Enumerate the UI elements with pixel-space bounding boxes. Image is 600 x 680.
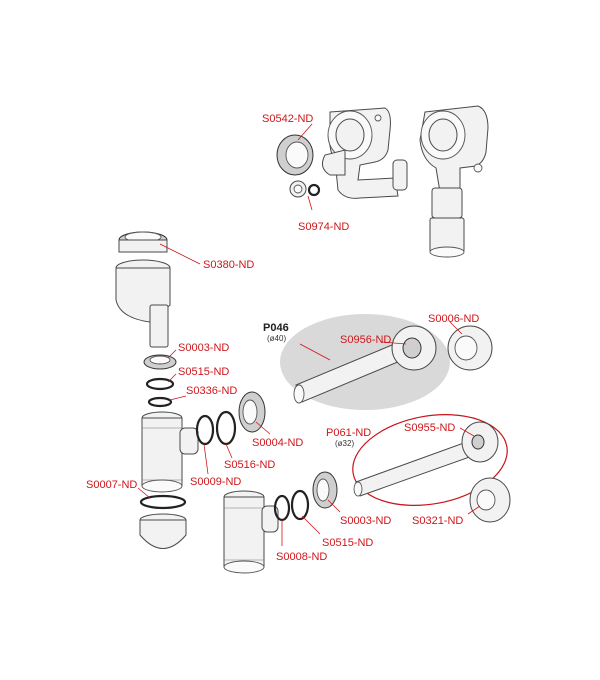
- label-s0006: S0006-ND: [428, 313, 479, 325]
- nut-s0003: [143, 354, 177, 370]
- rosette-s0006: [447, 325, 493, 371]
- pipe-s0955: [353, 439, 479, 497]
- label-s0515-top: S0515-ND: [178, 366, 229, 378]
- bottle-trap-body: [141, 411, 199, 493]
- siphon-housing-right: [419, 105, 489, 258]
- sink-outlet-s0380: [115, 231, 171, 348]
- label-p061-diameter: (ø32): [335, 439, 354, 448]
- label-s0516: S0516-ND: [224, 459, 275, 471]
- label-s0380: S0380-ND: [203, 259, 254, 271]
- label-s0009: S0009-ND: [190, 476, 241, 488]
- label-s0336: S0336-ND: [186, 385, 237, 397]
- group-p061-outline: [352, 414, 508, 506]
- label-s0003-bottom: S0003-ND: [340, 515, 391, 527]
- label-s0542: S0542-ND: [262, 113, 313, 125]
- label-s0008: S0008-ND: [276, 551, 327, 563]
- nut-s0004: [238, 391, 266, 433]
- ring-s0515: [145, 377, 175, 391]
- ring-s0516: [195, 414, 215, 446]
- gasket-ring-top: [276, 134, 314, 176]
- siphon-housing-left: [321, 107, 408, 199]
- label-p046-diameter: (ø40): [267, 334, 286, 343]
- label-s0003-top: S0003-ND: [178, 342, 229, 354]
- leader-lines: [137, 123, 481, 546]
- label-p061: P061-ND: [326, 427, 371, 439]
- bottle-cap: [139, 513, 187, 549]
- ring-s0336: [147, 396, 173, 408]
- label-s0004: S0004-ND: [252, 437, 303, 449]
- nut-s0003-2: [312, 471, 338, 509]
- label-s0007: S0007-ND: [86, 479, 137, 491]
- label-p046: P046: [263, 322, 289, 334]
- small-nut-top: [289, 180, 321, 198]
- rosette-s0955: [461, 421, 499, 463]
- gasket-s0007: [139, 494, 187, 510]
- label-s0956: S0956-ND: [340, 334, 391, 346]
- label-s0955: S0955-ND: [404, 422, 455, 434]
- label-s0515-bottom: S0515-ND: [322, 537, 373, 549]
- ring-s0515-2: [290, 489, 310, 521]
- label-s0974: S0974-ND: [298, 221, 349, 233]
- bottle-trap-body-2: [223, 490, 279, 574]
- rosette-s0956: [391, 325, 437, 371]
- label-s0321: S0321-ND: [412, 515, 463, 527]
- ring-s0009: [215, 410, 237, 446]
- rosette-s0321: [469, 477, 511, 523]
